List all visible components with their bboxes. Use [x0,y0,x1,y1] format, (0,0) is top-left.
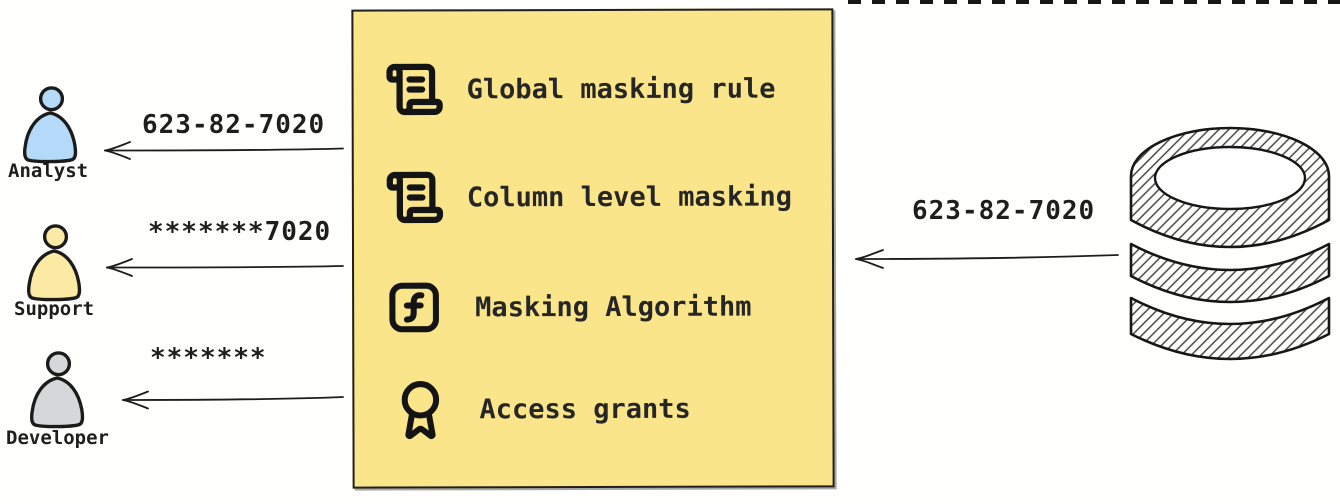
flow-value-analyst: 623-82-7020 [142,110,326,140]
flow-value-support: *******7020 [148,217,332,247]
actor-label-support: Support [14,298,95,320]
masking-item-column-level: Column level masking [385,166,792,227]
scroll-text-icon [386,171,444,224]
masking-item-label: Global masking rule [466,73,776,105]
actor-label-analyst: Analyst [8,160,89,182]
dashed-frame-edge [848,0,1340,4]
arrow-to-analyst-icon [104,141,344,160]
developer-person-icon [29,351,85,429]
arrow-to-support-icon [106,258,344,277]
masking-item-algorithm: Masking Algorithm [385,278,752,337]
function-square-icon [389,282,439,333]
arrow-to-developer-icon [122,390,344,410]
scroll-text-icon [386,63,443,116]
masking-rules-box: Global masking rule Column level masking… [351,8,835,489]
masking-item-global-rule: Global masking rule [385,59,776,120]
masking-item-label: Column level masking [466,180,793,213]
masking-item-access-grants: Access grants [385,377,691,442]
masking-item-label: Masking Algorithm [475,291,752,323]
actor-label-developer: Developer [6,427,109,449]
flow-value-developer: ******* [150,343,267,373]
award-icon [401,381,440,440]
database-icon [1129,126,1331,361]
flow-value-source: 623-82-7020 [912,196,1096,226]
arrow-from-database-icon [855,249,1119,269]
support-person-icon [26,224,82,302]
analyst-person-icon [22,86,78,164]
masking-item-label: Access grants [479,393,691,425]
